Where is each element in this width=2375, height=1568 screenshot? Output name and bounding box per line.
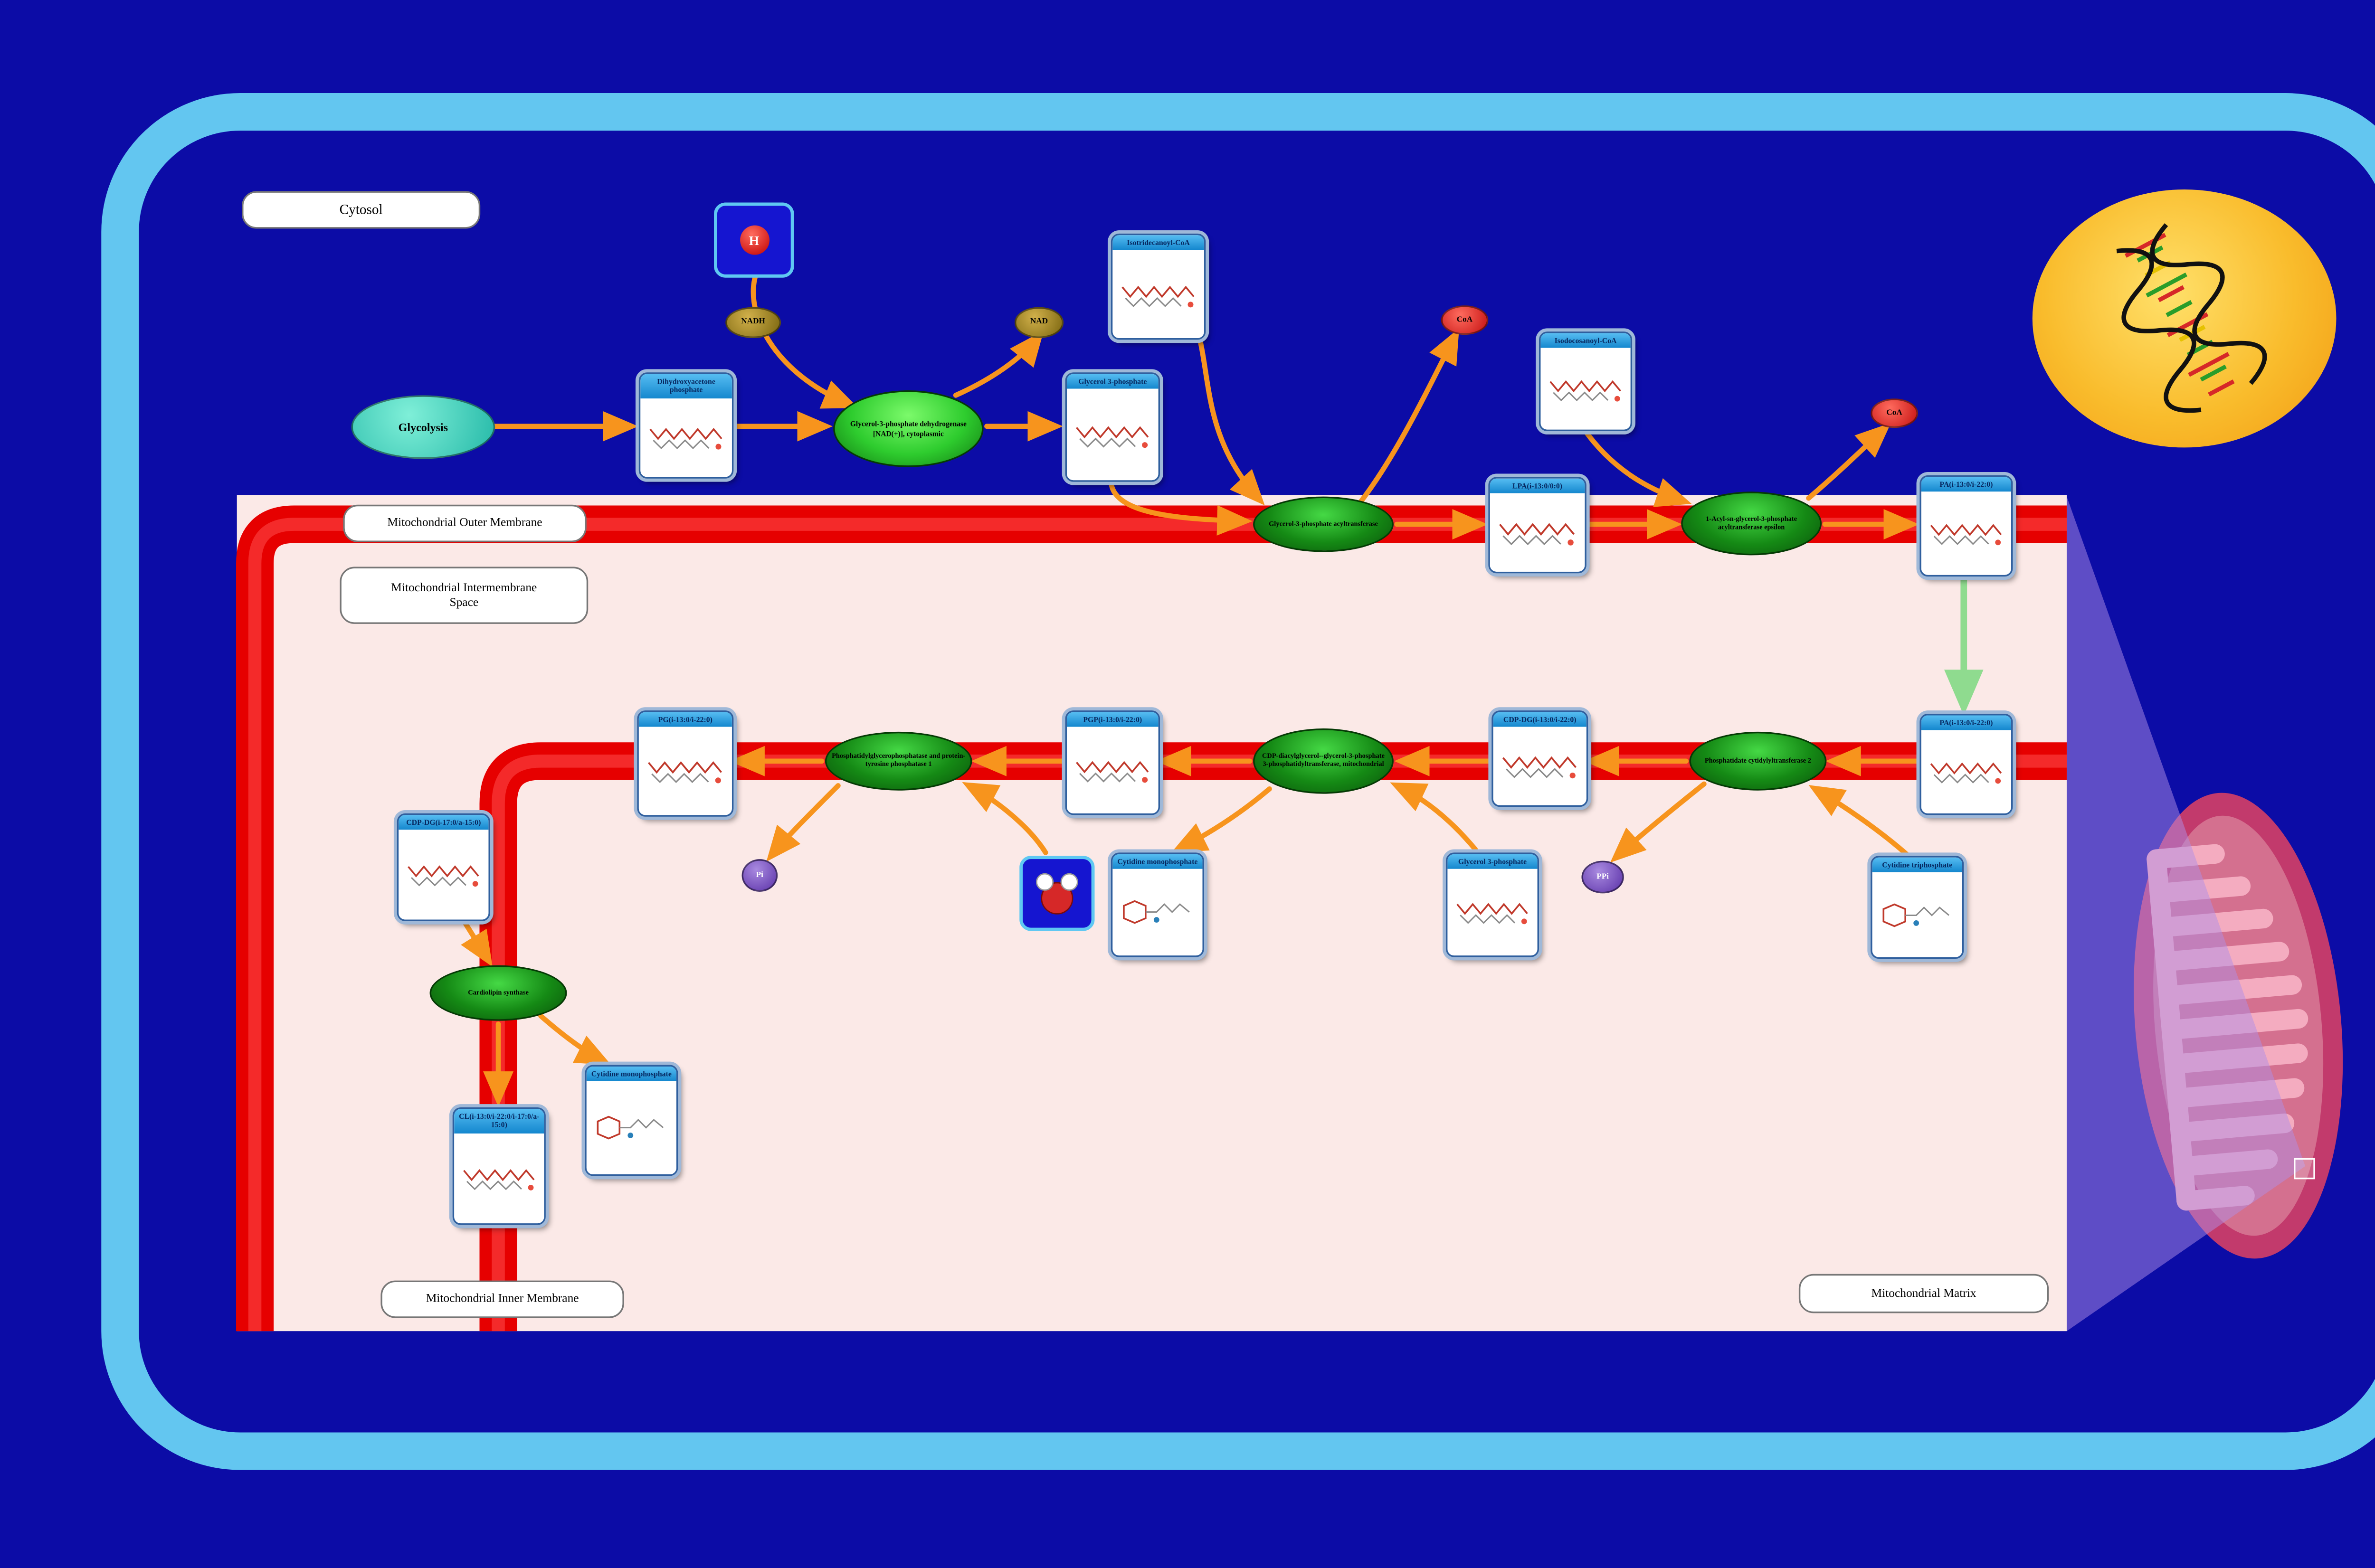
chemical-structure — [1921, 730, 2012, 813]
metabolite-g3p-cytosol-label: Glycerol 3-phosphate — [1066, 374, 1159, 389]
inner-membrane-label: Mitochondrial Inner Membrane — [380, 1280, 624, 1318]
metabolite-pg[interactable]: PG(i-13:0/i-22:0) — [637, 710, 734, 817]
mitochondrion-illustration — [2116, 781, 2361, 1271]
metabolite-lpa[interactable]: LPA(i-13:0/0:0) — [1488, 477, 1586, 574]
metabolite-pgp-label: PGP(i-13:0/i-22:0) — [1066, 712, 1159, 727]
nad-node[interactable]: NAD — [1014, 307, 1064, 338]
chemical-structure — [1872, 872, 1962, 957]
enzyme-agpat-label: 1-Acyl-sn-glycerol-3-phosphate acyltrans… — [1706, 514, 1797, 530]
enzyme-gpat-label: Glycerol-3-phosphate acyltransferase — [1269, 519, 1378, 527]
cytosol-label: Cytosol — [242, 191, 481, 229]
chemical-structure — [1066, 389, 1159, 481]
water-molecule-icon — [1036, 873, 1078, 915]
proton-icon: H — [739, 225, 769, 255]
metabolite-dhap[interactable]: Dihydroxyacetone phosphate — [638, 372, 734, 479]
metabolite-g3p-matrix-label: Glycerol 3-phosphate — [1447, 854, 1538, 869]
nad-label: NAD — [1030, 318, 1048, 327]
enzyme-agpat[interactable]: 1-Acyl-sn-glycerol-3-phosphate acyltrans… — [1681, 491, 1822, 556]
coa-label-1: CoA — [1456, 316, 1473, 324]
proton-label: H — [749, 233, 760, 248]
metabolite-isodocosanoyl-coa-label: Isodocosanoyl-CoA — [1540, 333, 1631, 349]
metabolite-g3p-matrix[interactable]: Glycerol 3-phosphate — [1445, 852, 1539, 957]
inner-membrane-label-text: Mitochondrial Inner Membrane — [426, 1291, 579, 1305]
glycolysis-label: Glycolysis — [398, 420, 448, 434]
chemical-structure — [1112, 250, 1204, 338]
chemical-structure — [640, 397, 732, 477]
enzyme-pgps-label: CDP-diacylglycerol--glycerol-3-phosphate… — [1262, 752, 1385, 768]
chemical-structure — [638, 727, 732, 815]
intermembrane-space-label: Mitochondrial Intermembrane Space — [340, 567, 589, 624]
mitochondrion-graphic — [2134, 793, 2343, 1259]
chemical-structure — [586, 1081, 676, 1175]
metabolite-isodocosanoyl-coa[interactable]: Isodocosanoyl-CoA — [1539, 331, 1633, 432]
metabolite-ctp-label: Cytidine triphosphate — [1872, 857, 1962, 873]
metabolite-isotridecanoyl-coa-label: Isotridecanoyl-CoA — [1112, 235, 1204, 251]
nadh-node[interactable]: NADH — [725, 307, 781, 338]
enzyme-cls[interactable]: Cardiolipin synthase — [429, 965, 567, 1021]
water-node[interactable] — [1019, 856, 1095, 931]
metabolite-cmp-b[interactable]: Cytidine monophosphate — [585, 1065, 678, 1176]
ppi-node[interactable]: PPi — [1581, 860, 1624, 894]
nadh-label: NADH — [741, 318, 765, 327]
nucleus — [2032, 189, 2337, 448]
chemical-structure — [454, 1133, 544, 1224]
enzyme-pgps[interactable]: CDP-diacylglycerol--glycerol-3-phosphate… — [1253, 728, 1394, 794]
pi-node[interactable]: Pi — [741, 859, 778, 892]
chemical-structure — [1921, 492, 2012, 575]
enzyme-ptpmt1-label: Phosphatidylglycerophosphatase and prote… — [832, 752, 966, 768]
metabolite-ctp[interactable]: Cytidine triphosphate — [1871, 856, 1964, 959]
dna-helix-icon — [2116, 223, 2267, 413]
outer-membrane-label: Mitochondrial Outer Membrane — [343, 504, 587, 542]
ppi-label: PPi — [1596, 873, 1609, 881]
proton-node[interactable]: H — [714, 202, 794, 278]
chemical-structure — [1112, 869, 1203, 956]
enzyme-cls-label: Cardiolipin synthase — [468, 987, 529, 996]
glycolysis-node[interactable]: Glycolysis — [351, 395, 495, 459]
metabolite-cl[interactable]: CL(i-13:0/i-22:0/i-17:0/a-15:0) — [452, 1107, 546, 1225]
metabolite-cdp-dg-b[interactable]: CDP-DG(i-17:0/a-15:0) — [397, 813, 490, 921]
matrix-label-text: Mitochondrial Matrix — [1871, 1285, 1976, 1300]
coa-node-2[interactable]: CoA — [1871, 398, 1918, 428]
metabolite-g3p-cytosol[interactable]: Glycerol 3-phosphate — [1065, 372, 1160, 482]
intermembrane-space-label-text: Mitochondrial Intermembrane Space — [391, 579, 537, 609]
enzyme-gpat[interactable]: Glycerol-3-phosphate acyltransferase — [1253, 496, 1394, 552]
enzyme-ptpmt1[interactable]: Phosphatidylglycerophosphatase and prote… — [825, 731, 972, 791]
matrix-label: Mitochondrial Matrix — [1798, 1274, 2049, 1313]
coa-node-1[interactable]: CoA — [1441, 305, 1489, 335]
metabolite-pgp[interactable]: PGP(i-13:0/i-22:0) — [1065, 710, 1160, 815]
metabolite-dhap-label: Dihydroxyacetone phosphate — [640, 374, 732, 398]
coa-label-2: CoA — [1886, 409, 1902, 417]
chemical-structure — [1066, 727, 1159, 813]
metabolite-pa-outer-label: PA(i-13:0/i-22:0) — [1921, 477, 2012, 492]
enzyme-cds2-label: Phosphatidate cytidylyltransferase 2 — [1704, 756, 1811, 764]
enzyme-cds2[interactable]: Phosphatidate cytidylyltransferase 2 — [1689, 731, 1827, 791]
chemical-structure — [1540, 348, 1631, 430]
metabolite-cmp-b-label: Cytidine monophosphate — [586, 1066, 676, 1082]
metabolite-pg-label: PG(i-13:0/i-22:0) — [638, 712, 732, 727]
cell-membrane-outline — [101, 93, 2375, 1470]
chemical-structure — [399, 830, 489, 920]
metabolite-pa-inner[interactable]: PA(i-13:0/i-22:0) — [1919, 714, 2013, 815]
cytosol-label-text: Cytosol — [339, 200, 383, 217]
metabolite-isotridecanoyl-coa[interactable]: Isotridecanoyl-CoA — [1111, 233, 1206, 340]
metabolite-cdp-dg-b-label: CDP-DG(i-17:0/a-15:0) — [399, 815, 489, 831]
outer-membrane-label-text: Mitochondrial Outer Membrane — [387, 515, 542, 530]
metabolite-cl-label: CL(i-13:0/i-22:0/i-17:0/a-15:0) — [454, 1109, 544, 1133]
metabolite-cdp-dg-a[interactable]: CDP-DG(i-13:0/i-22:0) — [1492, 710, 1588, 807]
chemical-structure — [1447, 869, 1538, 956]
metabolite-pa-inner-label: PA(i-13:0/i-22:0) — [1921, 715, 2012, 731]
zoom-region-indicator — [2294, 1158, 2315, 1180]
enzyme-gpd1[interactable]: Glycerol-3-phosphate dehydrogenase [NAD(… — [833, 390, 984, 467]
metabolite-lpa-label: LPA(i-13:0/0:0) — [1490, 478, 1585, 494]
metabolite-cmp-a-label: Cytidine monophosphate — [1112, 854, 1203, 869]
metabolite-cmp-a[interactable]: Cytidine monophosphate — [1111, 852, 1204, 957]
enzyme-gpd1-label: Glycerol-3-phosphate dehydrogenase [NAD(… — [850, 420, 967, 437]
metabolite-pa-outer[interactable]: PA(i-13:0/i-22:0) — [1919, 475, 2013, 577]
pi-label: Pi — [756, 871, 763, 880]
metabolite-cdp-dg-a-label: CDP-DG(i-13:0/i-22:0) — [1493, 712, 1586, 727]
chemical-structure — [1493, 727, 1586, 805]
chemical-structure — [1490, 493, 1585, 572]
